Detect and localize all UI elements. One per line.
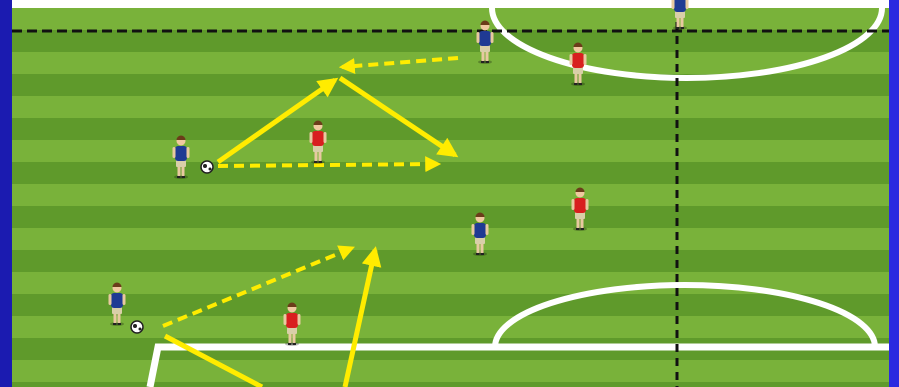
grass-stripe [12,52,889,74]
penalty-arc-bottom [492,282,878,348]
player-blue-support-middle [471,212,489,256]
grass-stripe [12,382,889,387]
grass-stripe [12,162,889,184]
box-line-bottom [146,343,889,387]
player-red-defender-bottom [283,302,301,346]
arrows-layer [162,56,459,387]
arrow-pass-back [338,56,459,74]
grass-stripe [12,8,889,30]
top-margin [12,0,889,8]
player-red-defender-top-right [569,42,587,86]
player-blue-far-top [671,0,689,30]
player-blue-receiver-top [476,20,494,64]
frame-left [0,0,12,387]
grass-stripe [12,250,889,272]
grass-stripe [12,206,889,228]
player-blue-passer-top [172,135,190,179]
arrow-pass-across [217,156,442,173]
arrow-run-up-bottom [342,246,382,387]
arrow-pass-diagonal-bottom [162,245,355,328]
grass-stripe [12,184,889,206]
player-blue-passer-bottom [108,282,126,326]
grass-stripes [12,8,889,387]
grass-stripe [12,118,889,140]
players-layer [108,0,689,346]
frame-right [889,0,899,387]
grass-stripe [12,316,889,338]
arrow-run-down-right [338,75,459,158]
arrow-run-up [216,77,339,165]
ball-bottom [130,320,144,334]
grass-stripe [12,74,889,96]
grass-stripe [12,96,889,118]
arrow-run-bottom-left [163,333,264,387]
player-red-defender-middle-right [571,187,589,231]
grass-stripe [12,228,889,250]
grass-stripe [12,360,889,382]
grass-stripe [12,30,889,52]
player-red-defender-top-center [309,120,327,164]
ball-top [200,160,214,174]
grass-stripe [12,294,889,316]
center-circle-arc-top [489,7,885,81]
grass-stripe [12,272,889,294]
